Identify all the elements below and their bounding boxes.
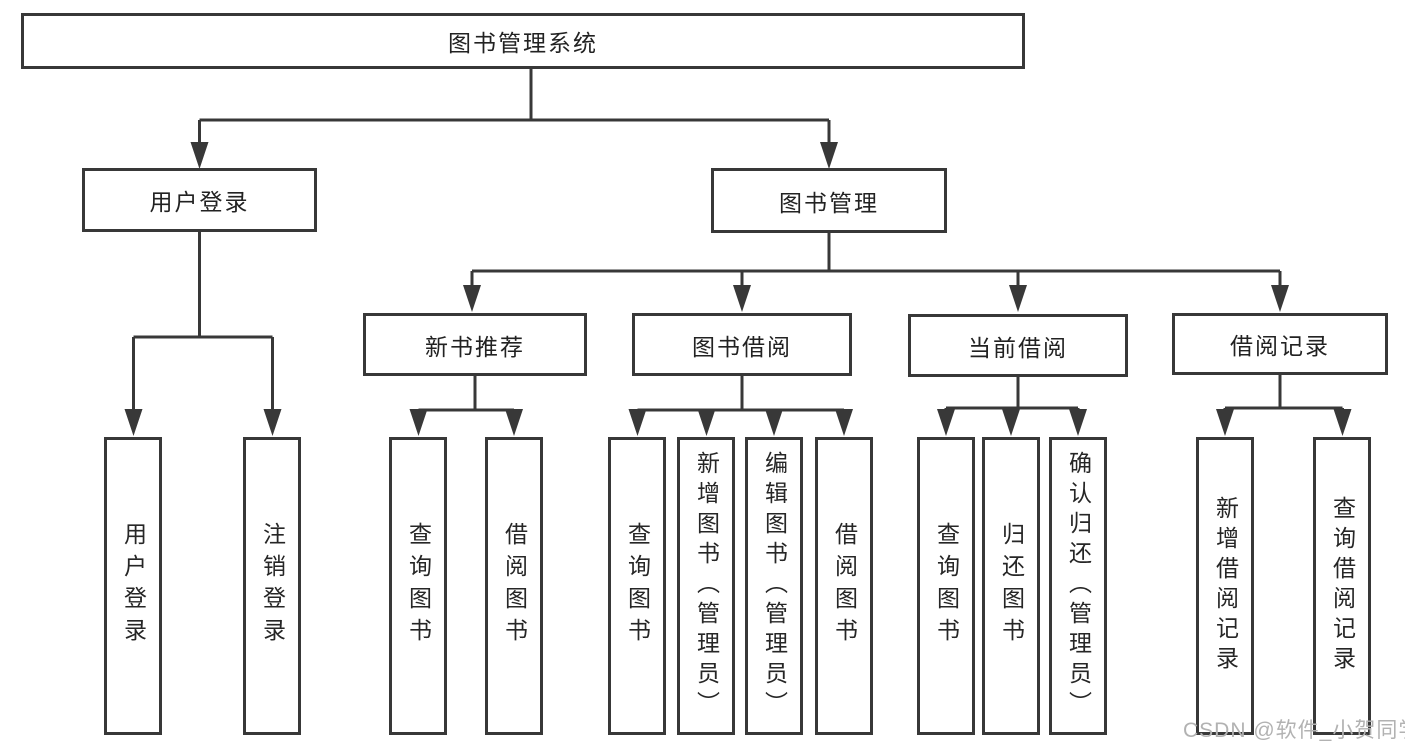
leaf-label: 编辑图书（管理员）: [761, 451, 788, 721]
leaf-label: 查询图书: [624, 522, 651, 650]
leaf-borrow-books-1: 借阅图书: [485, 437, 543, 735]
leaf-label: 用户登录: [120, 522, 147, 650]
node-label: 新书推荐: [425, 333, 525, 360]
leaf-label: 新增借阅记录: [1212, 496, 1239, 676]
arrow-down-icon: [1069, 409, 1087, 436]
arrow-down-icon: [765, 409, 783, 436]
arrow-down-icon: [1271, 285, 1289, 312]
leaf-query-books-2: 查询图书: [608, 437, 666, 735]
leaf-label: 归还图书: [998, 522, 1025, 650]
node-label: 借阅记录: [1230, 333, 1330, 359]
leaf-label: 查询借阅记录: [1329, 496, 1356, 676]
leaf-add-book-admin: 新增图书（管理员）: [677, 437, 735, 735]
arrowheads: [124, 142, 1352, 436]
leaf-add-borrow-record: 新增借阅记录: [1196, 437, 1254, 735]
node-borrow-records: 借阅记录: [1172, 313, 1388, 375]
arrow-down-icon: [124, 409, 143, 436]
node-label: 用户登录: [149, 189, 250, 215]
leaf-label: 注销登录: [259, 522, 286, 650]
leaf-label: 新增图书（管理员）: [693, 451, 720, 721]
node-label: 图书管理系统: [448, 30, 598, 56]
arrow-down-icon: [263, 409, 282, 436]
arrow-down-icon: [628, 409, 647, 436]
leaf-query-borrow-record: 查询借阅记录: [1313, 437, 1371, 735]
arrow-down-icon: [1333, 409, 1352, 436]
leaf-query-books-3: 查询图书: [917, 437, 975, 735]
watermark: CSDN @软件_小贺同学: [1183, 719, 1405, 742]
leaf-label: 确认归还（管理员）: [1065, 451, 1092, 721]
leaf-return-books: 归还图书: [982, 437, 1040, 735]
node-user-login: 用户登录: [82, 168, 317, 232]
leaf-logout: 注销登录: [243, 437, 301, 735]
arrow-down-icon: [820, 142, 838, 169]
node-current-borrow: 当前借阅: [908, 314, 1128, 377]
node-label: 图书借阅: [692, 333, 792, 360]
leaf-label: 借阅图书: [501, 522, 528, 650]
leaf-edit-book-admin: 编辑图书（管理员）: [745, 437, 803, 735]
leaf-borrow-books-2: 借阅图书: [815, 437, 873, 735]
arrow-down-icon: [1009, 285, 1027, 312]
arrow-down-icon: [505, 409, 523, 436]
node-root-system: 图书管理系统: [21, 13, 1025, 69]
leaf-confirm-return-admin: 确认归还（管理员）: [1049, 437, 1107, 735]
leaf-label: 借阅图书: [831, 522, 858, 650]
arrow-down-icon: [190, 142, 209, 169]
connector-paths: [132, 69, 1344, 414]
arrow-down-icon: [697, 409, 716, 436]
arrow-down-icon: [835, 409, 853, 436]
arrow-down-icon: [733, 285, 751, 312]
arrow-down-icon: [463, 285, 481, 312]
arrow-down-icon: [1002, 409, 1020, 436]
node-book-borrow: 图书借阅: [632, 313, 852, 376]
arrow-down-icon: [409, 409, 428, 436]
leaf-user-login: 用户登录: [104, 437, 162, 735]
node-new-book-recommend: 新书推荐: [363, 313, 587, 376]
node-label: 当前借阅: [968, 334, 1068, 361]
leaf-label: 查询图书: [933, 522, 960, 650]
node-label: 图书管理: [779, 189, 879, 216]
leaf-query-books-1: 查询图书: [389, 437, 447, 735]
arrow-down-icon: [1216, 409, 1234, 436]
leaf-label: 查询图书: [405, 522, 432, 650]
arrow-down-icon: [937, 409, 955, 436]
node-book-management: 图书管理: [711, 168, 947, 233]
